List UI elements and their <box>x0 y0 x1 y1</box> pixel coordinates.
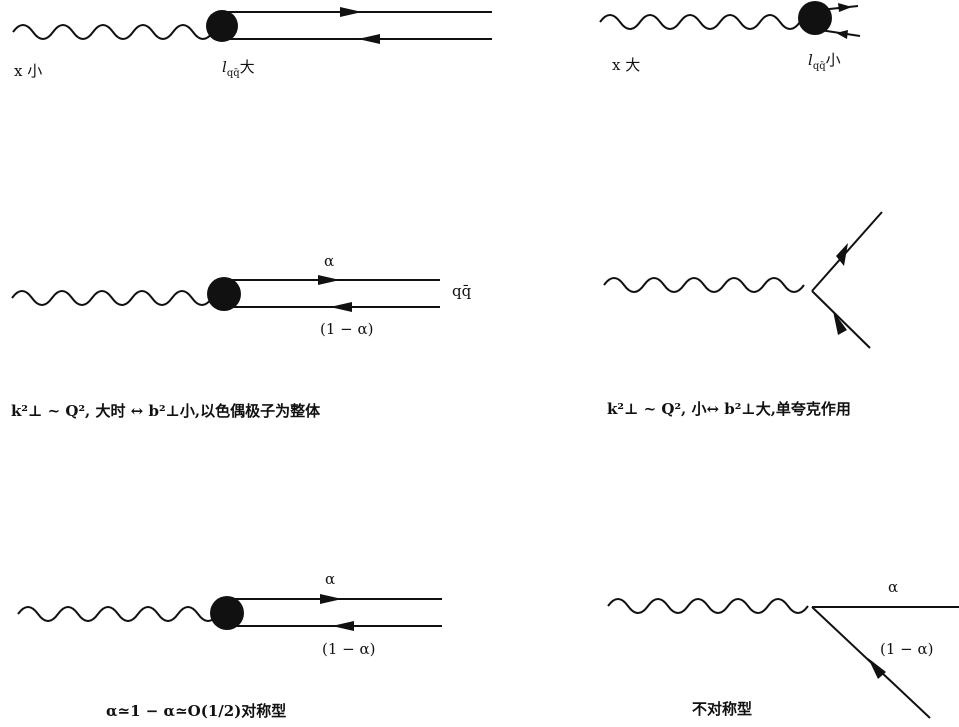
antiquark-arrow <box>868 658 886 679</box>
panel-3-caption: k²⊥ ~ Q², 大时 ↔ b²⊥小,以色偶极子为整体 <box>11 402 321 420</box>
panel-4 <box>603 211 883 349</box>
dipole-blob <box>210 596 244 630</box>
panel-3 <box>11 275 440 312</box>
quark-arrow <box>836 243 848 266</box>
photon-line <box>599 14 801 30</box>
vertex-symbol: l <box>222 58 227 76</box>
panel-5-one-minus-alpha-label: (1 − α) <box>322 640 376 658</box>
antiquark-line <box>811 290 871 349</box>
panel-2-vertex-label: lqq̄小 <box>808 51 841 76</box>
vertex-subscript: qq̄ <box>226 68 240 79</box>
panel-1 <box>12 7 492 44</box>
panel-6 <box>607 598 959 719</box>
panel-1-x-label: x 小 <box>14 62 43 80</box>
panel-1-vertex-label: lqq̄大 <box>222 58 255 83</box>
quark-arrow <box>838 3 852 12</box>
quark-arrow <box>318 275 340 285</box>
panel-3-one-minus-alpha-label: (1 − α) <box>320 320 374 338</box>
dipole-blob <box>798 1 832 35</box>
quark-arrow <box>320 594 342 604</box>
panel-2 <box>599 1 861 39</box>
panel-6-one-minus-alpha-label: (1 − α) <box>880 640 934 658</box>
panel-2-x-label: x 大 <box>612 56 641 74</box>
quark-line <box>811 211 883 292</box>
photon-line <box>17 606 219 622</box>
antiquark-arrow <box>332 621 354 631</box>
antiquark-arrow <box>330 302 352 312</box>
antiquark-arrow <box>836 30 848 39</box>
vertex-subscript: qq̄ <box>812 61 826 72</box>
photon-line <box>607 598 809 614</box>
vertex-symbol: l <box>808 51 813 69</box>
dipole-blob <box>206 10 238 42</box>
panel-5 <box>17 594 442 631</box>
panel-5-caption: α≃1 − α≃O(1/2)对称型 <box>106 702 287 720</box>
photon-line <box>11 290 213 306</box>
antiquark-arrow <box>833 311 847 335</box>
vertex-size: 小 <box>825 51 841 69</box>
quark-arrow <box>340 7 362 17</box>
panel-6-alpha-label: α <box>888 578 899 596</box>
panel-4-caption: k²⊥ ~ Q², 小↔ b²⊥大,单夸克作用 <box>607 400 851 418</box>
dipole-blob <box>207 277 241 311</box>
antiquark-arrow <box>358 34 380 44</box>
panel-5-alpha-label: α <box>325 570 336 588</box>
panel-3-qqbar-label: qq̄ <box>452 282 472 300</box>
vertex-size: 大 <box>239 58 255 76</box>
photon-line <box>12 24 214 40</box>
panel-3-alpha-label: α <box>324 252 335 270</box>
panel-6-caption: 不对称型 <box>692 700 753 718</box>
photon-line <box>603 277 805 293</box>
